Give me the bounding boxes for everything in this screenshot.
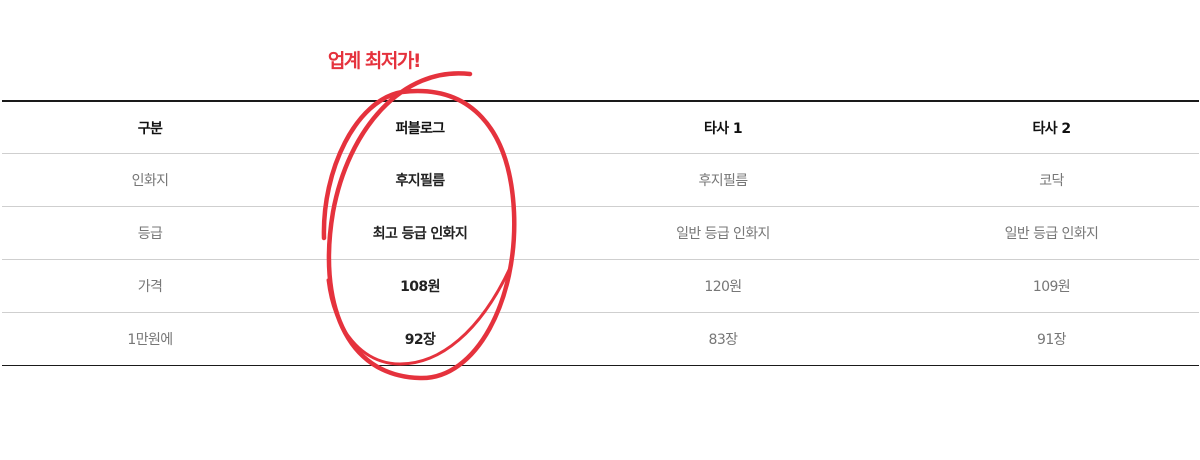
competitor-2-cell: 109원 xyxy=(904,259,1199,313)
row-label: 가격 xyxy=(2,259,298,313)
competitor-2-cell: 코닥 xyxy=(904,153,1199,207)
row-label: 인화지 xyxy=(2,153,298,207)
competitor-1-cell: 일반 등급 인화지 xyxy=(542,206,904,260)
row-label: 등급 xyxy=(2,206,298,260)
price-comparison-table: 구분 퍼블로그 타사 1 타사 2 인화지 후지필름 후지필름 코닥 등급 최고… xyxy=(2,100,1199,366)
header-category: 구분 xyxy=(2,101,298,154)
competitor-1-cell: 83장 xyxy=(708,332,739,348)
competitor-1-cell: 후지필름 xyxy=(542,153,904,207)
header-publog: 퍼블로그 xyxy=(298,101,542,154)
table-header-row: 구분 퍼블로그 타사 1 타사 2 xyxy=(2,101,1199,154)
header-competitor-1: 타사 1 xyxy=(542,101,904,154)
competitor-1-cell: 120원 xyxy=(542,259,904,313)
row-label: 1만원에 xyxy=(127,332,173,348)
publog-cell: 후지필름 xyxy=(298,153,542,207)
header-competitor-2: 타사 2 xyxy=(904,101,1199,154)
publog-cell: 최고 등급 인화지 xyxy=(298,206,542,260)
table-row: 인화지 후지필름 후지필름 코닥 xyxy=(2,153,1199,207)
table-row: 등급 최고 등급 인화지 일반 등급 인화지 일반 등급 인화지 xyxy=(2,206,1199,260)
table-row: 1만원에 92장 83장 91장 xyxy=(2,313,1199,366)
table-row: 가격 108원 120원 109원 xyxy=(2,259,1199,313)
competitor-2-cell: 일반 등급 인화지 xyxy=(904,206,1199,260)
badge-text: 업계 최저가! xyxy=(327,50,422,72)
publog-cell: 92장 xyxy=(404,332,436,348)
publog-cell: 108원 xyxy=(298,259,542,313)
competitor-2-cell: 91장 xyxy=(1037,332,1067,348)
